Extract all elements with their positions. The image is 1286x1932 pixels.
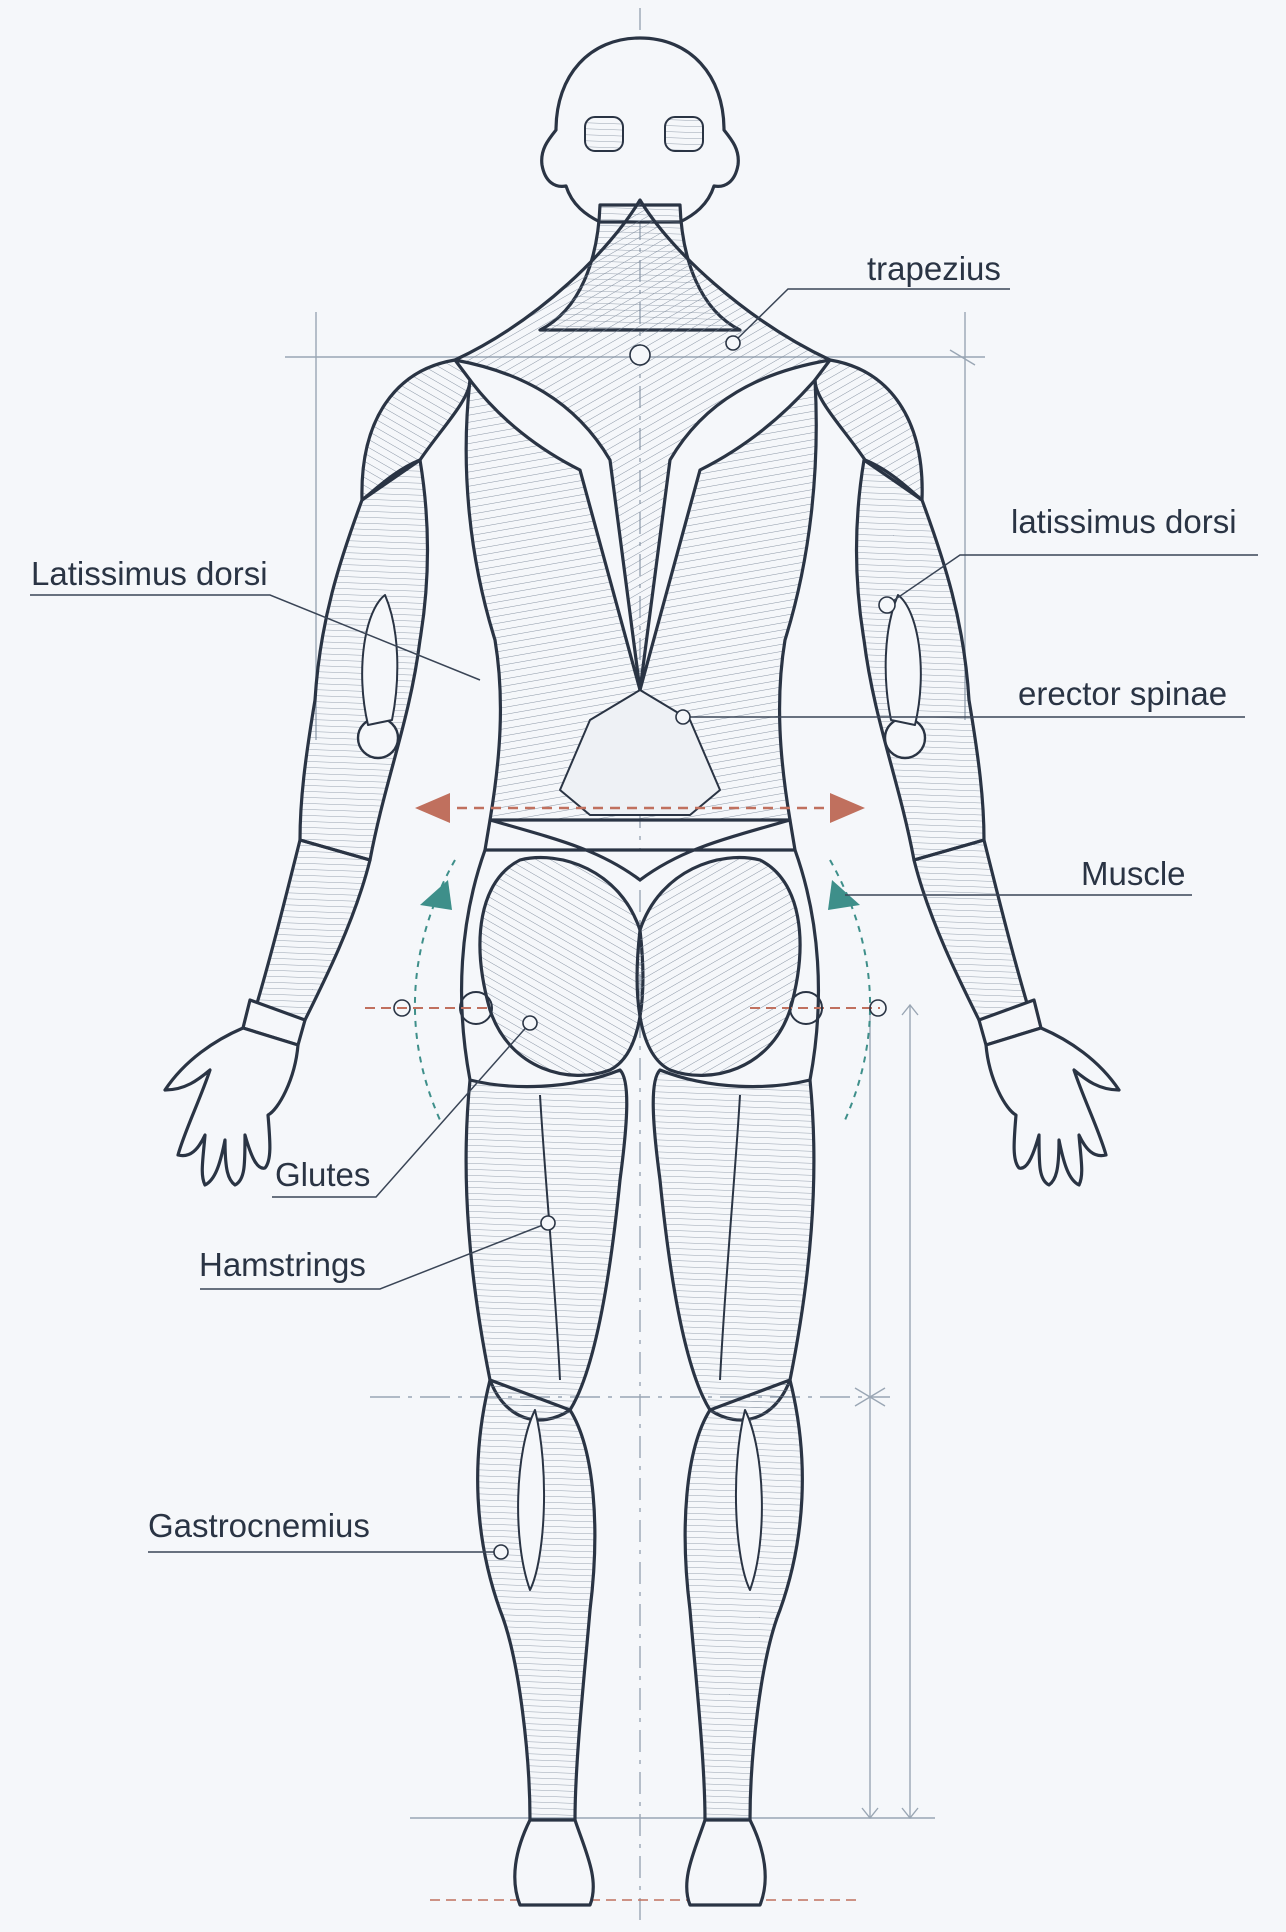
- body-figure: [165, 38, 1119, 1905]
- erector-spinae-marker-icon: [676, 710, 690, 724]
- label-muscle: Muscle: [1081, 857, 1186, 890]
- right-foot: [687, 1820, 766, 1905]
- right-thigh: [653, 1070, 814, 1420]
- trapezius-marker-icon: [726, 336, 740, 350]
- left-foot: [515, 1820, 594, 1905]
- label-gastrocnemius: Gastrocnemius: [148, 1509, 370, 1542]
- label-hamstrings: Hamstrings: [199, 1248, 366, 1281]
- gastrocnemius-marker-icon: [494, 1545, 508, 1559]
- hamstrings-marker-icon: [541, 1216, 555, 1230]
- label-latissimus-dorsi-left: Latissimus dorsi: [31, 557, 268, 590]
- glutes-marker-icon: [523, 1016, 537, 1030]
- right-glute: [637, 858, 800, 1076]
- head: [542, 38, 739, 222]
- label-erector-spinae: erector spinae: [1018, 677, 1227, 710]
- right-forearm: [914, 840, 1029, 1030]
- label-trapezius: trapezius: [867, 252, 1001, 285]
- latissimus-right-marker-icon: [879, 597, 895, 613]
- left-forearm: [255, 840, 370, 1030]
- spine-marker-icon: [630, 345, 650, 365]
- left-glute: [480, 858, 643, 1076]
- label-glutes: Glutes: [275, 1158, 370, 1191]
- label-latissimus-dorsi-right: latissimus dorsi: [1011, 505, 1237, 538]
- right-hand: [986, 1028, 1119, 1185]
